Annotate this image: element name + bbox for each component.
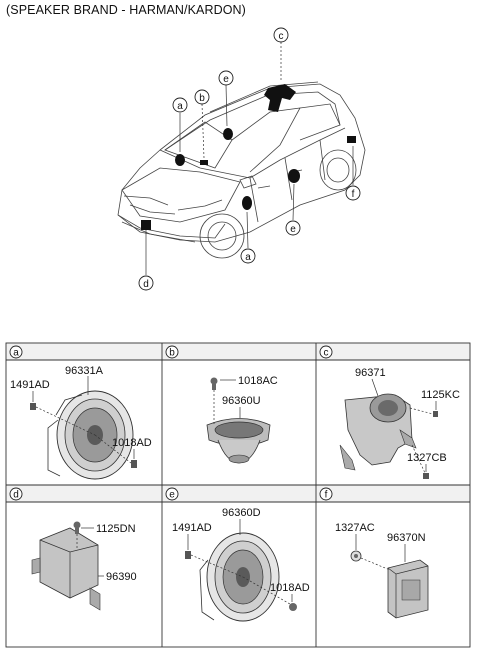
svg-text:f: f xyxy=(352,189,355,200)
panel-c-part-1125KC: 1125KC xyxy=(421,389,460,401)
svg-text:b: b xyxy=(169,348,175,359)
callout-e-bottom: e xyxy=(285,220,301,236)
svg-text:e: e xyxy=(169,490,175,501)
svg-text:a: a xyxy=(13,348,19,359)
panel-a-part-1491AD: 1491AD xyxy=(10,379,50,391)
panel-d-amplifier xyxy=(31,521,101,611)
panel-header-a: a xyxy=(9,345,23,359)
svg-text:e: e xyxy=(290,224,296,235)
panel-header-f: f xyxy=(319,487,333,501)
callout-f: f xyxy=(345,185,361,201)
panel-e-part-96360D: 96360D xyxy=(222,507,261,519)
panel-b-part-1018AC: 1018AC xyxy=(238,375,278,387)
callout-d: d xyxy=(138,275,154,291)
callout-a-top: a xyxy=(172,97,188,113)
panel-a-part-1018AD: 1018AD xyxy=(112,437,152,449)
panel-b-part-96360U: 96360U xyxy=(222,395,261,407)
svg-text:d: d xyxy=(13,490,19,501)
svg-text:d: d xyxy=(143,279,149,290)
panel-b-tweeter xyxy=(206,377,271,464)
callout-a-bottom: a xyxy=(240,248,256,264)
diagram-title: (SPEAKER BRAND - HARMAN/KARDON) xyxy=(6,3,246,17)
panel-e-part-1018AD: 1018AD xyxy=(270,582,310,594)
panel-e-speaker xyxy=(185,532,297,622)
panel-header-b: b xyxy=(165,345,179,359)
panel-c-part-96371: 96371 xyxy=(355,367,386,379)
panel-f-module xyxy=(350,550,429,619)
parts-grid xyxy=(5,342,471,648)
callout-e-top: e xyxy=(218,70,234,86)
panel-e-part-1491AD: 1491AD xyxy=(172,522,212,534)
vehicle-speaker-marks xyxy=(141,84,356,230)
panel-c-subwoofer xyxy=(339,393,438,479)
panel-a-speaker xyxy=(30,390,137,480)
svg-text:f: f xyxy=(325,490,328,501)
panel-c-part-1327CB: 1327CB xyxy=(407,452,447,464)
callout-b: b xyxy=(194,89,210,105)
svg-text:c: c xyxy=(324,348,329,359)
panel-header-c: c xyxy=(319,345,333,359)
panel-d-part-96390: 96390 xyxy=(106,571,137,583)
panel-f-part-96370N: 96370N xyxy=(387,532,426,544)
svg-text:b: b xyxy=(199,93,205,104)
panel-header-d: d xyxy=(9,487,23,501)
svg-text:a: a xyxy=(177,101,183,112)
leader-lines xyxy=(145,42,354,275)
panel-header-e: e xyxy=(165,487,179,501)
svg-text:c: c xyxy=(279,31,284,42)
vehicle-illustration xyxy=(117,81,366,259)
svg-text:e: e xyxy=(223,74,229,85)
panel-a-part-96331A: 96331A xyxy=(65,365,104,377)
panel-f-part-1327AC: 1327AC xyxy=(335,522,375,534)
callout-c: c xyxy=(273,27,289,43)
panel-d-part-1125DN: 1125DN xyxy=(96,523,136,535)
svg-text:a: a xyxy=(245,252,251,263)
